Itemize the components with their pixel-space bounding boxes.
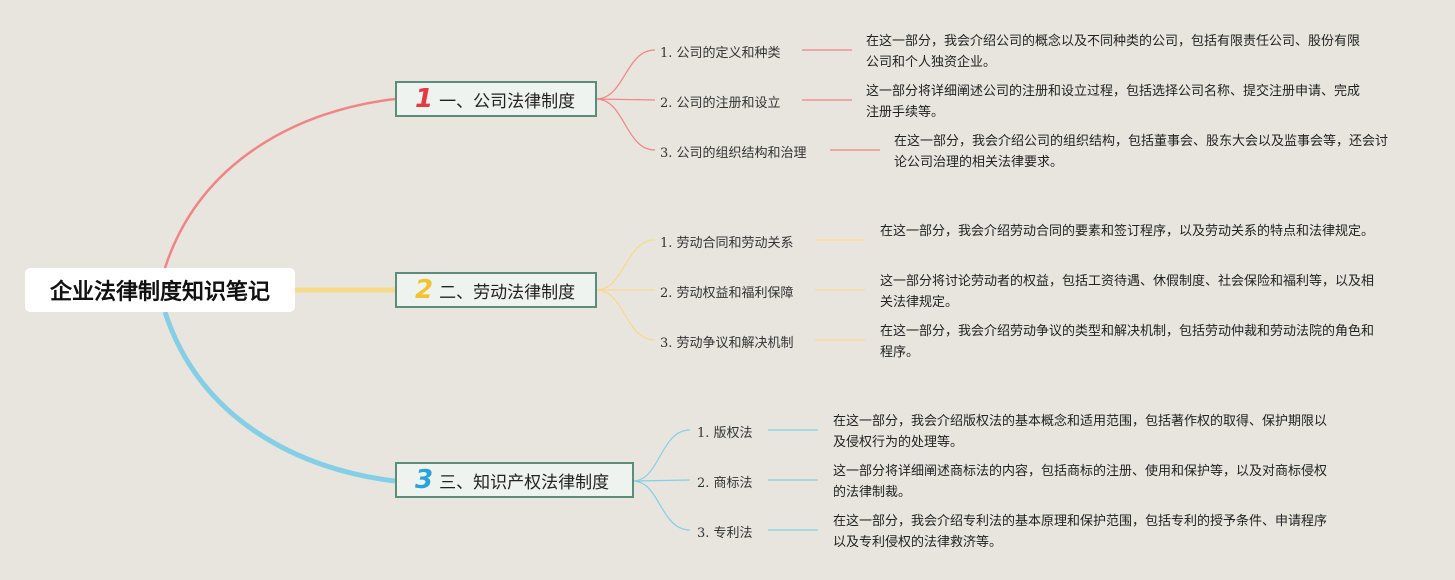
branch-node-company-law[interactable]: 1 一、公司法律制度 (395, 81, 597, 117)
connector-b3-s3 (632, 480, 691, 531)
connector-b1-s3 (595, 98, 656, 151)
description-2-2: 这一部分将讨论劳动者的权益，包括工资待遇、休假制度、社会保险和福利等，以及相关法… (880, 274, 1375, 310)
subtopic-1-1[interactable]: 1. 公司的定义和种类 (660, 46, 781, 61)
root-title: 企业法律制度知识笔记 (49, 280, 270, 305)
description-1-1: 在这一部分，我会介绍公司的概念以及不同种类的公司，包括有限责任公司、股份有限公司… (866, 34, 1361, 70)
connector-b3-s1 (632, 429, 691, 482)
subtopic-3-3[interactable]: 3. 专利法 (697, 526, 753, 541)
connector-branch-1 (163, 97, 396, 269)
branch-label-2: 二、劳动法律制度 (439, 282, 576, 303)
description-3-2: 这一部分将详细阐述商标法的内容，包括商标的注册、使用和保护等，以及对商标侵权的法… (833, 464, 1328, 500)
subtopic-2-3[interactable]: 3. 劳动争议和解决机制 (660, 336, 794, 351)
description-3-1: 在这一部分，我会介绍版权法的基本概念和适用范围，包括著作权的取得、保护期限以及侵… (833, 414, 1328, 450)
branch-label-1: 一、公司法律制度 (439, 91, 576, 112)
branch-number-2: 2 (415, 275, 434, 305)
subtopic-2-2[interactable]: 2. 劳动权益和福利保障 (660, 286, 794, 301)
connector-b2-s1 (595, 239, 656, 291)
branch-node-labor-law[interactable]: 2 二、劳动法律制度 (395, 272, 597, 308)
connector-b2-s3 (595, 289, 656, 341)
connector-b1-s2 (595, 98, 656, 101)
root-node[interactable]: 企业法律制度知识笔记 (25, 268, 295, 312)
subtopic-1-3[interactable]: 3. 公司的组织结构和治理 (660, 146, 807, 161)
connector-branch-3 (162, 311, 396, 484)
subtopic-2-1[interactable]: 1. 劳动合同和劳动关系 (660, 236, 794, 251)
subtopic-1-2[interactable]: 2. 公司的注册和设立 (660, 96, 781, 111)
subtopic-3-1[interactable]: 1. 版权法 (697, 426, 753, 441)
description-3-3: 在这一部分，我会介绍专利法的基本原理和保护范围，包括专利的授予条件、申请程序以及… (833, 514, 1328, 550)
connector-b1-s1 (595, 49, 656, 100)
branch-node-ip-law[interactable]: 3 三、知识产权法律制度 (395, 462, 634, 498)
description-2-3: 在这一部分，我会介绍劳动争议的类型和解决机制，包括劳动仲裁和劳动法院的角色和程序… (880, 324, 1375, 360)
branch-number-1: 1 (415, 84, 434, 114)
description-1-3: 在这一部分，我会介绍公司的组织结构，包括董事会、股东大会以及监事会等，还会讨论公… (894, 134, 1389, 170)
subtopic-3-2[interactable]: 2. 商标法 (697, 476, 753, 491)
description-2-1: 在这一部分，我会介绍劳动合同的要素和签订程序，以及劳动关系的特点和法律规定。 (880, 224, 1375, 239)
description-1-2: 这一部分将详细阐述公司的注册和设立过程，包括选择公司名称、提交注册申请、完成注册… (866, 84, 1361, 120)
branch-number-3: 3 (415, 465, 434, 495)
branch-label-3: 三、知识产权法律制度 (439, 472, 610, 493)
connector-b3-s2 (632, 479, 691, 482)
